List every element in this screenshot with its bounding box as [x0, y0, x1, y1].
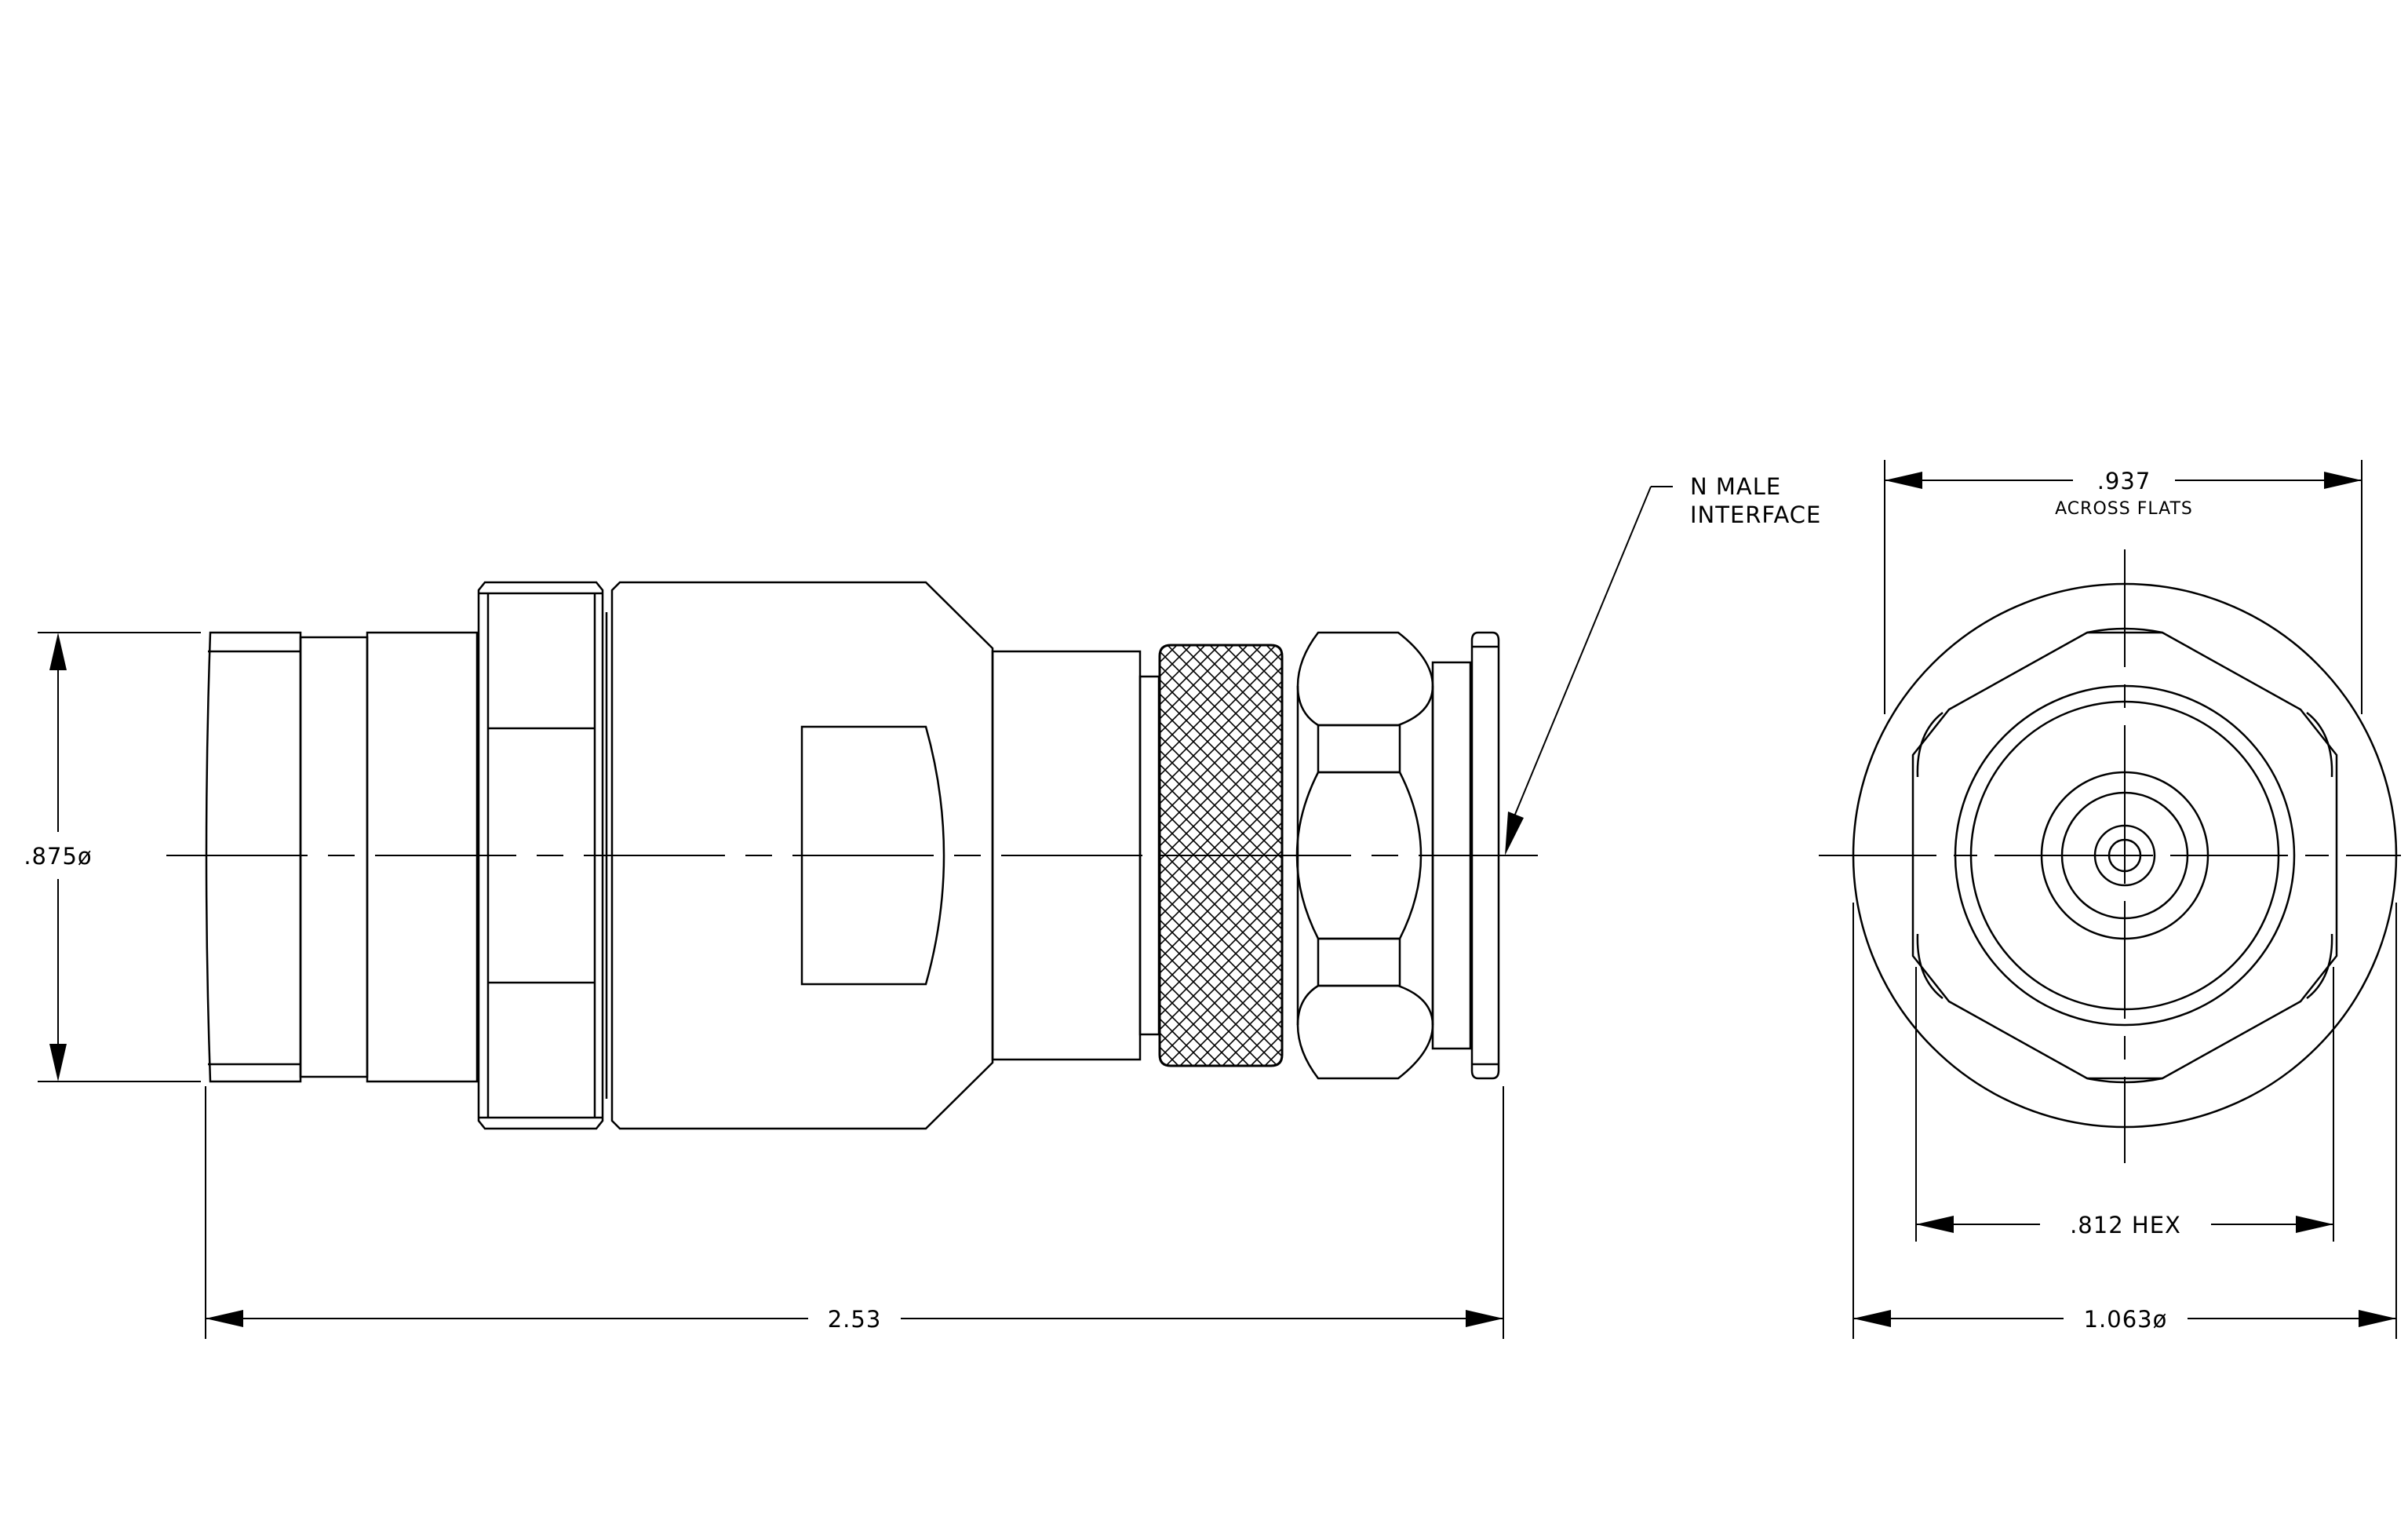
dim-hex: .812 HEX	[1915, 967, 2334, 1242]
dim-diameter: .875ø	[24, 632, 201, 1082]
insulator-inner	[2060, 791, 2189, 920]
main-body	[610, 581, 994, 1130]
rear-hex-nut	[477, 581, 608, 1130]
neck-step	[1138, 675, 1160, 1036]
callout-n-male: N MALE INTERFACE	[1505, 473, 1821, 855]
outer-circle	[1852, 582, 2398, 1129]
dim-hex-label: .812 HEX	[2070, 1212, 2181, 1238]
knurled-coupling-ring	[1158, 644, 1284, 1067]
insulator-outer	[2040, 771, 2209, 940]
end-view: .937 ACROSS FLATS .812 HEX 1.063ø	[1819, 460, 2401, 1339]
callout-line-1: N MALE	[1690, 473, 1781, 500]
pin-outer	[2093, 824, 2156, 887]
dim-length: 2.53	[205, 1086, 1504, 1339]
dim-flats: .937 ACROSS FLATS	[1884, 460, 2362, 714]
dim-diameter-label: .875ø	[24, 843, 92, 870]
dim-outer: 1.063ø	[1852, 903, 2397, 1339]
ring-outer	[1954, 684, 2296, 1027]
callout-line-2: INTERFACE	[1690, 502, 1821, 528]
end-hex	[1911, 627, 2338, 1084]
dim-flats-label: .937	[2097, 468, 2151, 494]
dim-outer-label: 1.063ø	[2084, 1306, 2168, 1333]
rear-boot	[205, 631, 479, 1083]
dim-length-label: 2.53	[828, 1306, 882, 1333]
ring-inner	[1969, 700, 2280, 1011]
side-view: .875ø 2.53 N MALE INTERFACE	[24, 473, 1821, 1339]
dim-flats-note: ACROSS FLATS	[2055, 499, 2193, 519]
n-male-interface	[1431, 631, 1500, 1080]
pin-inner	[2107, 838, 2142, 873]
